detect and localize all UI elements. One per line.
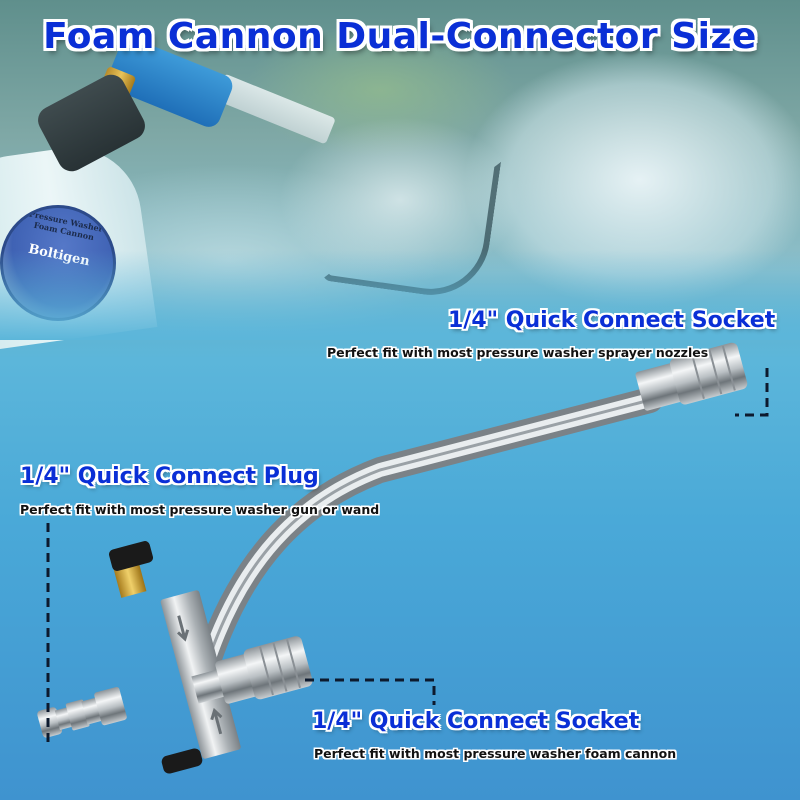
quick-connect-plug bbox=[37, 686, 127, 738]
valve-knob bbox=[108, 541, 154, 571]
callout-desc-plug: Perfect fit with most pressure washer gu… bbox=[20, 502, 380, 517]
leader-line-top-socket bbox=[735, 368, 769, 417]
callout-title-top-socket: 1/4" Quick Connect Socket bbox=[448, 308, 776, 333]
callout-title-plug: 1/4" Quick Connect Plug bbox=[20, 464, 319, 489]
foam-car-photo: Pressure Washer Foam Cannon Boltigen bbox=[0, 0, 800, 352]
page-title: Foam Cannon Dual-Connector Size bbox=[43, 16, 757, 57]
leader-line-bottom-socket bbox=[305, 678, 436, 705]
callout-desc-bottom-socket: Perfect fit with most pressure washer fo… bbox=[314, 746, 677, 761]
bottom-cap bbox=[161, 748, 203, 774]
adjustment-valve bbox=[108, 541, 154, 598]
callout-desc-top-socket: Perfect fit with most pressure washer sp… bbox=[327, 345, 709, 360]
callout-title-bottom-socket: 1/4" Quick Connect Socket bbox=[312, 709, 640, 734]
bottom-quick-connect-socket bbox=[191, 636, 313, 704]
top-quick-connect-socket bbox=[635, 342, 748, 411]
